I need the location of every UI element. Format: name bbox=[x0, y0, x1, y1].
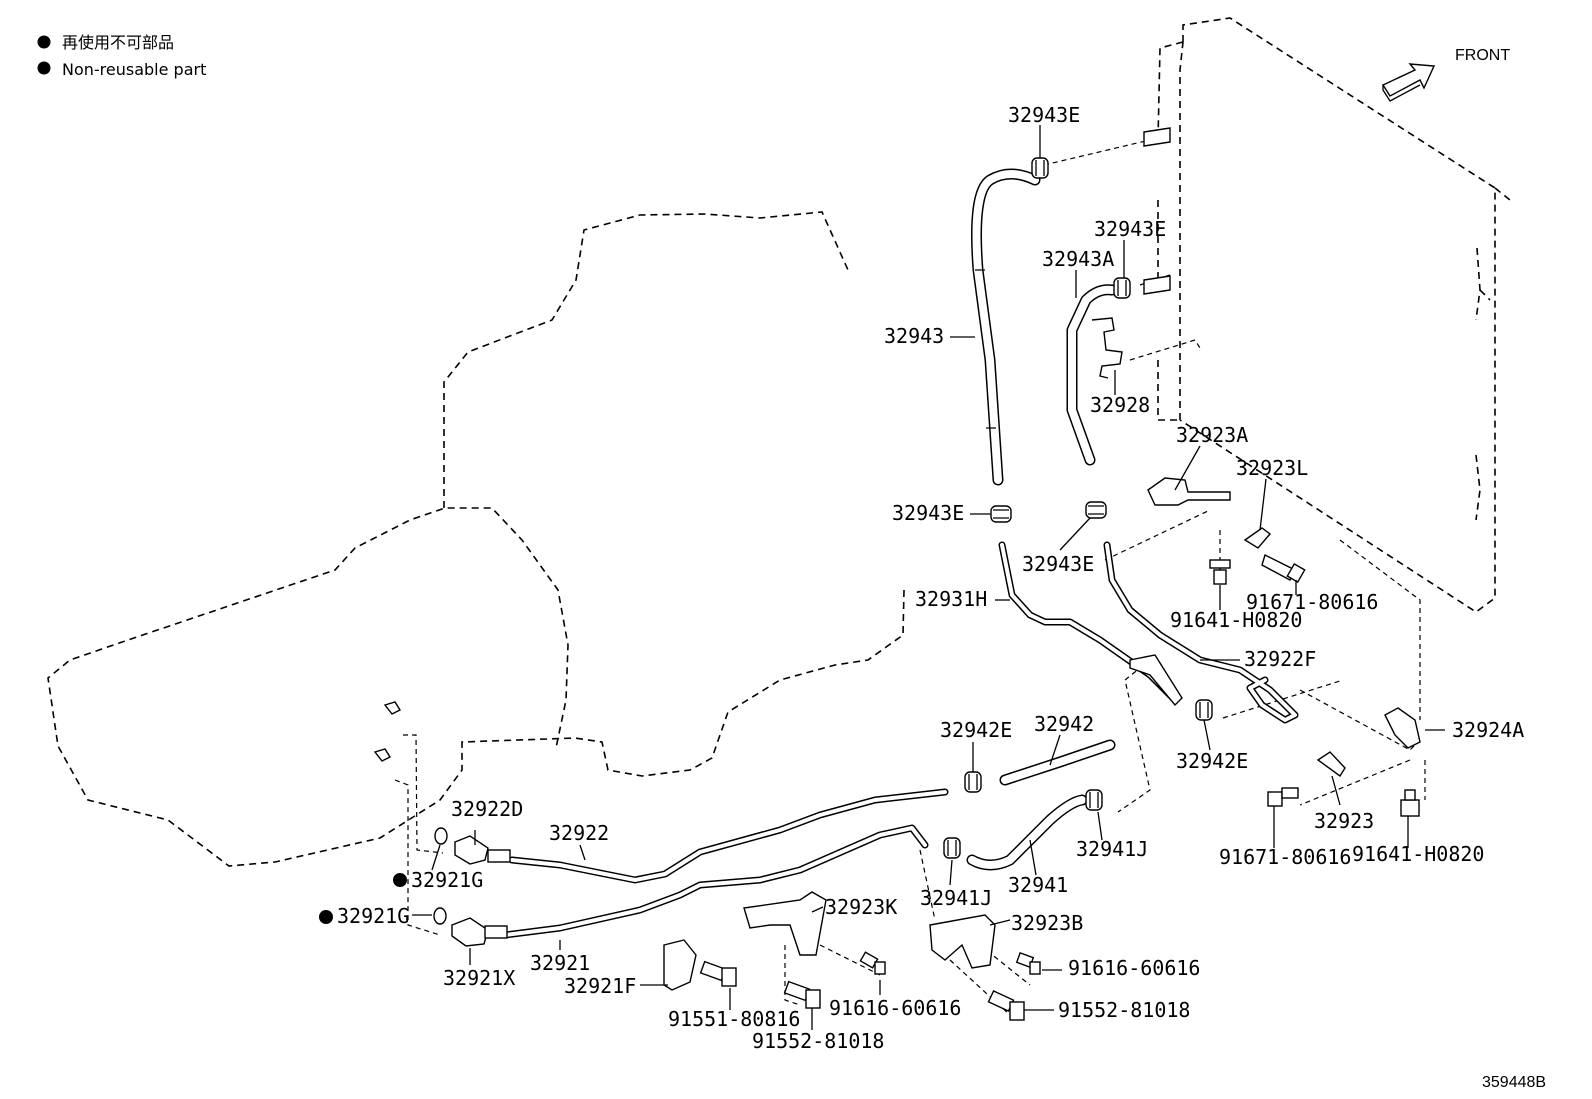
part-label-32921: 32921 bbox=[530, 951, 590, 975]
part-label-91551-80816: 91551-80816 bbox=[668, 1007, 800, 1031]
union-32922D bbox=[454, 835, 511, 865]
part-label-91641-h0820-top: 91641-H0820 bbox=[1170, 608, 1302, 632]
part-label-32921g-upper: 32921G bbox=[411, 868, 483, 892]
pipe-32921 bbox=[501, 824, 929, 939]
bolt-91671-80616-top bbox=[1261, 554, 1306, 584]
legend: 再使用不可部品 Non-reusable part bbox=[37, 33, 206, 79]
hose-32942 bbox=[999, 739, 1116, 786]
part-label-91616-60616-right: 91616-60616 bbox=[1068, 956, 1200, 980]
clamp-icon bbox=[943, 837, 961, 859]
union-32921X bbox=[451, 917, 508, 947]
part-label-91552-81018-left: 91552-81018 bbox=[752, 1029, 884, 1053]
non-reusable-bullet-icon bbox=[37, 61, 51, 75]
legend-english: Non-reusable part bbox=[62, 60, 206, 79]
clamp-icon bbox=[1085, 501, 1107, 519]
part-label-32921x: 32921X bbox=[443, 966, 515, 990]
bracket-32928 bbox=[1091, 317, 1123, 379]
radiator-inlet-pipe bbox=[1143, 127, 1171, 147]
diagram-id: 359448B bbox=[1482, 1074, 1546, 1091]
bolt-91616-60616-left bbox=[859, 951, 886, 975]
part-label-32941: 32941 bbox=[1008, 873, 1068, 897]
part-label-32924a: 32924A bbox=[1452, 718, 1524, 742]
part-label-32943e-left: 32943E bbox=[892, 501, 964, 525]
front-arrow-icon bbox=[1381, 63, 1436, 97]
clamp-icon bbox=[1113, 277, 1131, 299]
bolt-91616-60616-right bbox=[1015, 952, 1041, 975]
pipe-32922F bbox=[1103, 541, 1299, 724]
bolt-91641-H0820-top bbox=[1209, 559, 1231, 585]
clamp-icon bbox=[990, 505, 1012, 523]
part-label-32943e-top: 32943E bbox=[1008, 103, 1080, 127]
part-label-32922f: 32922F bbox=[1244, 647, 1316, 671]
part-label-32942e-left: 32942E bbox=[940, 718, 1012, 742]
non-reusable-marker-icon bbox=[393, 873, 407, 887]
part-label-32943e-lower: 32943E bbox=[1022, 552, 1094, 576]
clamp-icon bbox=[1195, 699, 1213, 721]
part-label-32922: 32922 bbox=[549, 821, 609, 845]
transmission-port-upper bbox=[383, 701, 402, 715]
part-label-32941j-right: 32941J bbox=[1076, 837, 1148, 861]
bolt-91551-80816 bbox=[699, 960, 737, 987]
non-reusable-marker-icon bbox=[319, 910, 333, 924]
part-label-32923a: 32923A bbox=[1176, 423, 1248, 447]
bolt-91552-81018-left bbox=[783, 980, 821, 1009]
clamp-icon bbox=[1085, 789, 1103, 811]
bracket-32923A bbox=[1147, 477, 1231, 506]
part-labels: 32943E 32943E 32943A 32943 32928 32923A … bbox=[337, 103, 1524, 1053]
part-label-32923: 32923 bbox=[1314, 809, 1374, 833]
part-label-91616-60616-left: 91616-60616 bbox=[829, 996, 961, 1020]
transmission-port-lower bbox=[373, 748, 392, 762]
legend-japanese: 再使用不可部品 bbox=[62, 33, 174, 52]
leader-lines bbox=[412, 125, 1445, 1030]
part-label-32923b: 32923B bbox=[1011, 911, 1083, 935]
part-label-32941j-left: 32941J bbox=[920, 886, 992, 910]
bolt-91641-H0820-bottom bbox=[1400, 789, 1420, 817]
clamp-icon bbox=[1031, 157, 1049, 179]
front-label: FRONT bbox=[1455, 47, 1510, 64]
part-label-32923k: 32923K bbox=[825, 895, 897, 919]
gasket-32921G-upper bbox=[434, 827, 448, 845]
hose-32943A bbox=[1066, 284, 1118, 466]
part-label-91552-81018-right: 91552-81018 bbox=[1058, 998, 1190, 1022]
part-label-91671-80616-top: 91671-80616 bbox=[1246, 590, 1378, 614]
part-label-32943a: 32943A bbox=[1042, 247, 1114, 271]
clamp-32923L bbox=[1243, 527, 1272, 549]
hose-32943 bbox=[971, 168, 1041, 486]
clamp-icon bbox=[964, 771, 982, 793]
connector-32931H-32922F bbox=[1129, 654, 1183, 707]
part-label-91641-h0820-bottom: 91641-H0820 bbox=[1352, 842, 1484, 866]
gasket-32921G-lower bbox=[433, 907, 447, 925]
radiator-outlet-pipe bbox=[1143, 275, 1171, 295]
clamp-32923 bbox=[1316, 751, 1346, 778]
part-label-32921f: 32921F bbox=[564, 974, 636, 998]
part-label-32922d: 32922D bbox=[451, 797, 523, 821]
part-label-32942e-right: 32942E bbox=[1176, 749, 1248, 773]
part-label-91671-80616-bottom: 91671-80616 bbox=[1219, 845, 1351, 869]
part-label-32943: 32943 bbox=[884, 324, 944, 348]
clamps bbox=[943, 157, 1213, 859]
part-label-32931h: 32931H bbox=[915, 587, 987, 611]
part-label-32942: 32942 bbox=[1034, 712, 1094, 736]
bracket-32923B bbox=[929, 914, 996, 969]
transmission-outline bbox=[47, 211, 905, 867]
pipe-32922 bbox=[508, 788, 949, 884]
bracket-32921F bbox=[663, 939, 697, 991]
bolt-91671-80616-bottom bbox=[1267, 787, 1299, 807]
non-reusable-bullet-icon bbox=[37, 35, 51, 49]
part-label-32921g-lower: 32921G bbox=[337, 904, 409, 928]
bracket-32923K bbox=[743, 891, 827, 956]
part-label-32923l: 32923L bbox=[1236, 456, 1308, 480]
bolt-91552-81018-right bbox=[987, 989, 1025, 1021]
front-direction-indicator: FRONT bbox=[1381, 47, 1510, 102]
hose-32941 bbox=[966, 794, 1088, 871]
bracket-32924A bbox=[1384, 707, 1421, 749]
part-label-32943e-mid: 32943E bbox=[1094, 217, 1166, 241]
part-label-32928: 32928 bbox=[1090, 393, 1150, 417]
radiator-outline bbox=[1157, 17, 1496, 613]
